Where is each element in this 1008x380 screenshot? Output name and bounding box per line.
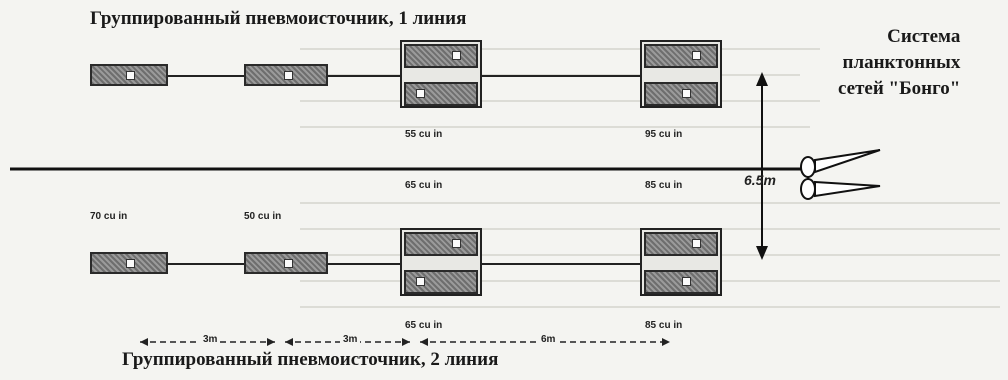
bongo-system-label: Система планктонных сетей "Бонго" xyxy=(838,24,960,102)
air-gun-icon xyxy=(244,64,328,86)
air-gun-cluster xyxy=(400,40,482,108)
air-gun-cluster xyxy=(640,228,722,296)
volume-label: 70 cu in xyxy=(90,211,128,222)
gun-port xyxy=(284,259,293,268)
gun-port xyxy=(416,89,425,98)
double-arrow-icon xyxy=(756,72,768,260)
line1-title: Группированный пневмоисточник, 1 линия xyxy=(90,8,467,29)
air-gun-icon xyxy=(404,232,478,256)
scan-artifact xyxy=(300,100,820,102)
volume-label: 50 cu in xyxy=(244,211,282,222)
gun-port xyxy=(126,71,135,80)
volume-label: 85 cu in xyxy=(645,180,683,191)
air-gun-icon xyxy=(244,252,328,274)
scan-artifact xyxy=(300,306,1000,308)
air-gun-cluster xyxy=(640,40,722,108)
gun-port xyxy=(126,259,135,268)
gun-port xyxy=(692,239,701,248)
bongo-label-line-2: планктонных xyxy=(842,52,961,73)
distance-label: 6m xyxy=(538,334,559,345)
bongo-label-line-3: сетей "Бонго" xyxy=(838,78,961,99)
gun-port xyxy=(416,277,425,286)
air-gun-icon xyxy=(90,252,168,274)
air-gun-icon xyxy=(644,232,718,256)
bongo-net-icon xyxy=(800,149,881,200)
line2-title: Группированный пневмоисточник, 2 линия xyxy=(122,349,499,370)
gun-port xyxy=(284,71,293,80)
gun-port xyxy=(682,277,691,286)
volume-label: 65 cu in xyxy=(405,180,443,191)
gun-port xyxy=(452,239,461,248)
vertical-span-label: 6.5m xyxy=(744,172,776,188)
air-gun-icon xyxy=(644,270,718,294)
scan-artifact xyxy=(300,48,820,50)
air-gun-cluster xyxy=(400,228,482,296)
gun-port xyxy=(682,89,691,98)
air-gun-icon xyxy=(644,44,718,68)
volume-label: 95 cu in xyxy=(645,129,683,140)
volume-label: 65 cu in xyxy=(405,320,443,331)
distance-label: 3m xyxy=(340,334,361,345)
air-gun-icon xyxy=(404,44,478,68)
air-gun-icon xyxy=(90,64,168,86)
scan-artifact xyxy=(300,202,1000,204)
air-gun-icon xyxy=(404,82,478,106)
volume-label: 85 cu in xyxy=(645,320,683,331)
gun-port xyxy=(452,51,461,60)
scan-artifact xyxy=(300,126,810,128)
distance-label: 3m xyxy=(200,334,221,345)
bongo-label-line-1: Система xyxy=(887,26,961,47)
air-gun-icon xyxy=(644,82,718,106)
air-gun-icon xyxy=(404,270,478,294)
gun-port xyxy=(692,51,701,60)
volume-label: 55 cu in xyxy=(405,129,443,140)
